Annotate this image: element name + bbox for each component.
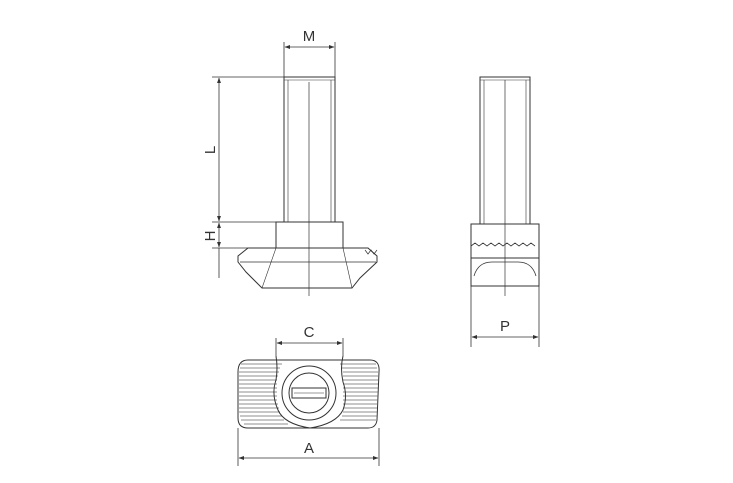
bottom-view <box>237 355 380 429</box>
bottom-shank-outer <box>281 365 337 421</box>
front-head-facet-right <box>342 247 353 289</box>
front-shank <box>283 76 336 223</box>
side-view <box>470 76 540 296</box>
front-neck <box>275 221 344 249</box>
dim-h-label: H <box>202 231 219 242</box>
dim-c-label: C <box>304 324 315 341</box>
bottom-neck-contour <box>273 355 346 429</box>
dimension-lines <box>212 42 540 466</box>
side-body <box>470 223 540 287</box>
dim-l-label: L <box>202 146 219 154</box>
front-head-facet-left <box>261 247 277 289</box>
bottom-knurl-right <box>340 363 378 421</box>
bottom-shank-inner <box>288 372 330 414</box>
dim-m-label: M <box>303 28 316 45</box>
side-lower-curve <box>473 261 537 277</box>
front-head <box>237 247 378 289</box>
side-serration <box>470 242 536 247</box>
front-head-edge-teeth <box>364 249 378 255</box>
bottom-knurl-left <box>239 363 288 425</box>
front-view <box>237 76 378 296</box>
dim-a-label: A <box>304 440 314 457</box>
bottom-outline <box>237 359 380 429</box>
dim-p-label: P <box>500 318 510 335</box>
bottom-slot <box>291 387 327 399</box>
